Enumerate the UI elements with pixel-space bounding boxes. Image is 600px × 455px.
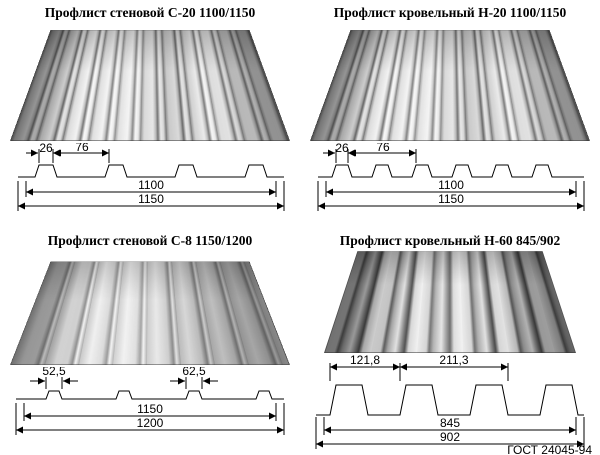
dim-b-label: 76 bbox=[75, 143, 89, 154]
dim-b-label: 62,5 bbox=[182, 367, 206, 378]
working-width-label: 1150 bbox=[137, 402, 163, 416]
working-width-label: 845 bbox=[440, 416, 460, 430]
sheet-3d-area bbox=[300, 249, 600, 355]
working-width-label: 1100 bbox=[438, 178, 464, 192]
sheet-3d-area bbox=[0, 21, 300, 143]
dim-b-label: 76 bbox=[376, 143, 390, 154]
panel-c20: Профлист стеновой С-20 1100/1150 26 7 bbox=[0, 0, 300, 228]
panel-c8: Профлист стеновой С-8 1150/1200 52,5 bbox=[0, 228, 300, 455]
dim-a-label: 26 bbox=[39, 143, 53, 155]
dim-a-label: 121,8 bbox=[350, 355, 380, 367]
panel-h20: Профлист кровельный Н-20 1100/1150 26 bbox=[300, 0, 600, 228]
profile-outline bbox=[318, 165, 584, 177]
dim-a-label: 52,5 bbox=[42, 367, 66, 378]
dim-b-group: 62,5 bbox=[170, 367, 218, 389]
panel-title: Профлист кровельный Н-60 845/902 bbox=[300, 228, 600, 249]
cross-section-drawing: 26 76 1100 1150 bbox=[304, 143, 596, 215]
cross-section-drawing: 26 76 1100 1150 bbox=[4, 143, 296, 215]
dim-b-group: 211,3 bbox=[400, 355, 508, 381]
panel-title: Профлист стеновой С-20 1100/1150 bbox=[0, 0, 300, 21]
profiled-sheet-3d bbox=[324, 251, 576, 353]
cross-section-drawing: 52,5 62,5 1150 1200 bbox=[4, 367, 296, 439]
dim-b-group: 76 bbox=[348, 143, 416, 163]
profiled-sheet-3d bbox=[10, 262, 290, 365]
overall-width-label: 1200 bbox=[137, 416, 164, 430]
panel-h60: Профлист кровельный Н-60 845/902 121,8 2… bbox=[300, 228, 600, 455]
panel-title: Профлист кровельный Н-20 1100/1150 bbox=[300, 0, 600, 21]
sheet-3d-area bbox=[300, 21, 600, 143]
profiled-sheet-3d bbox=[10, 30, 290, 141]
gost-standard-label: ГОСТ 24045-94 bbox=[507, 443, 592, 455]
profiled-sheet-3d bbox=[310, 30, 590, 141]
dim-b-group: 76 bbox=[53, 143, 109, 163]
sheet-3d-area bbox=[0, 249, 300, 367]
profile-outline bbox=[18, 165, 284, 177]
cross-section-drawing: 121,8 211,3 845 902 ГОСТ 24045-94 bbox=[304, 355, 596, 455]
dim-a-group: 121,8 bbox=[330, 355, 400, 381]
overall-width-label: 902 bbox=[440, 430, 460, 444]
dim-a-group: 52,5 bbox=[30, 367, 78, 389]
profile-outline bbox=[316, 385, 584, 415]
dim-a-label: 26 bbox=[335, 143, 349, 155]
overall-width-label: 1150 bbox=[438, 192, 464, 206]
panel-title: Профлист стеновой С-8 1150/1200 bbox=[0, 228, 300, 249]
working-width-label: 1100 bbox=[138, 178, 164, 192]
dim-b-label: 211,3 bbox=[439, 355, 468, 367]
profile-outline bbox=[16, 391, 284, 399]
overall-width-label: 1150 bbox=[138, 192, 164, 206]
